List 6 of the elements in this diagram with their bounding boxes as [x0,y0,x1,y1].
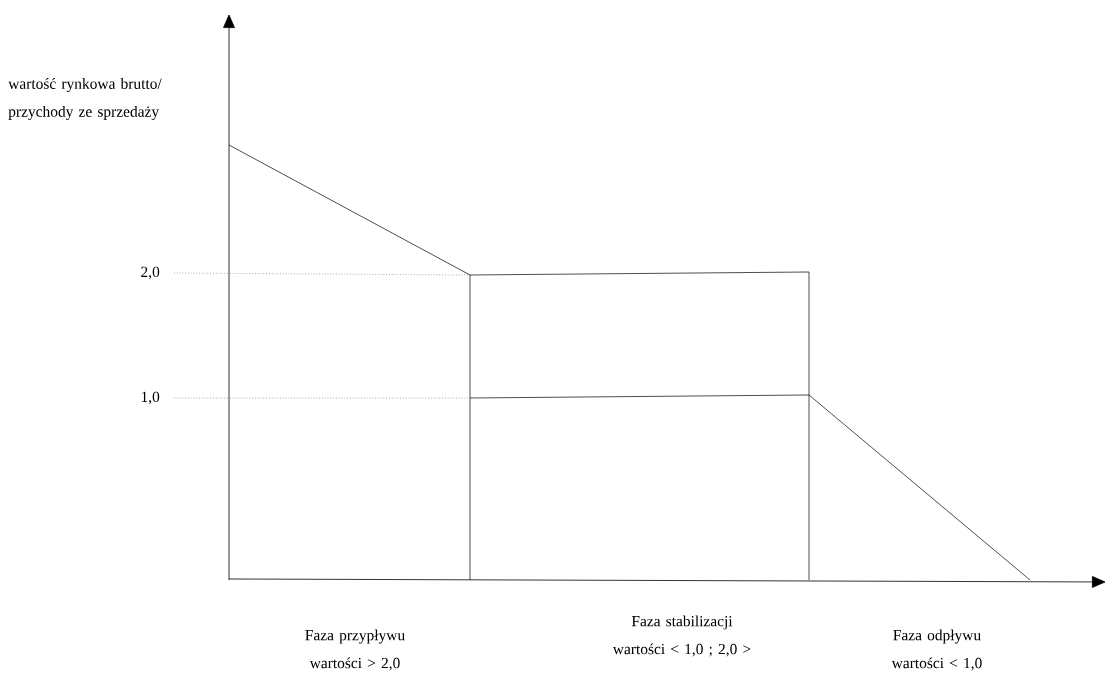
phase-label: Faza stabilizacji wartości < 1,0 ; 2,0 > [612,615,751,657]
tick-label: 1,0 [141,391,160,405]
axis-title: wartość rynkowa brutto/ przychody ze sprzedaży [8,78,162,120]
tick-label: 2,0 [141,266,160,280]
phase-label: Faza odpływu wartości < 1,0 [891,629,982,671]
phase-label: Faza przypływu wartości > 2,0 [305,629,405,671]
